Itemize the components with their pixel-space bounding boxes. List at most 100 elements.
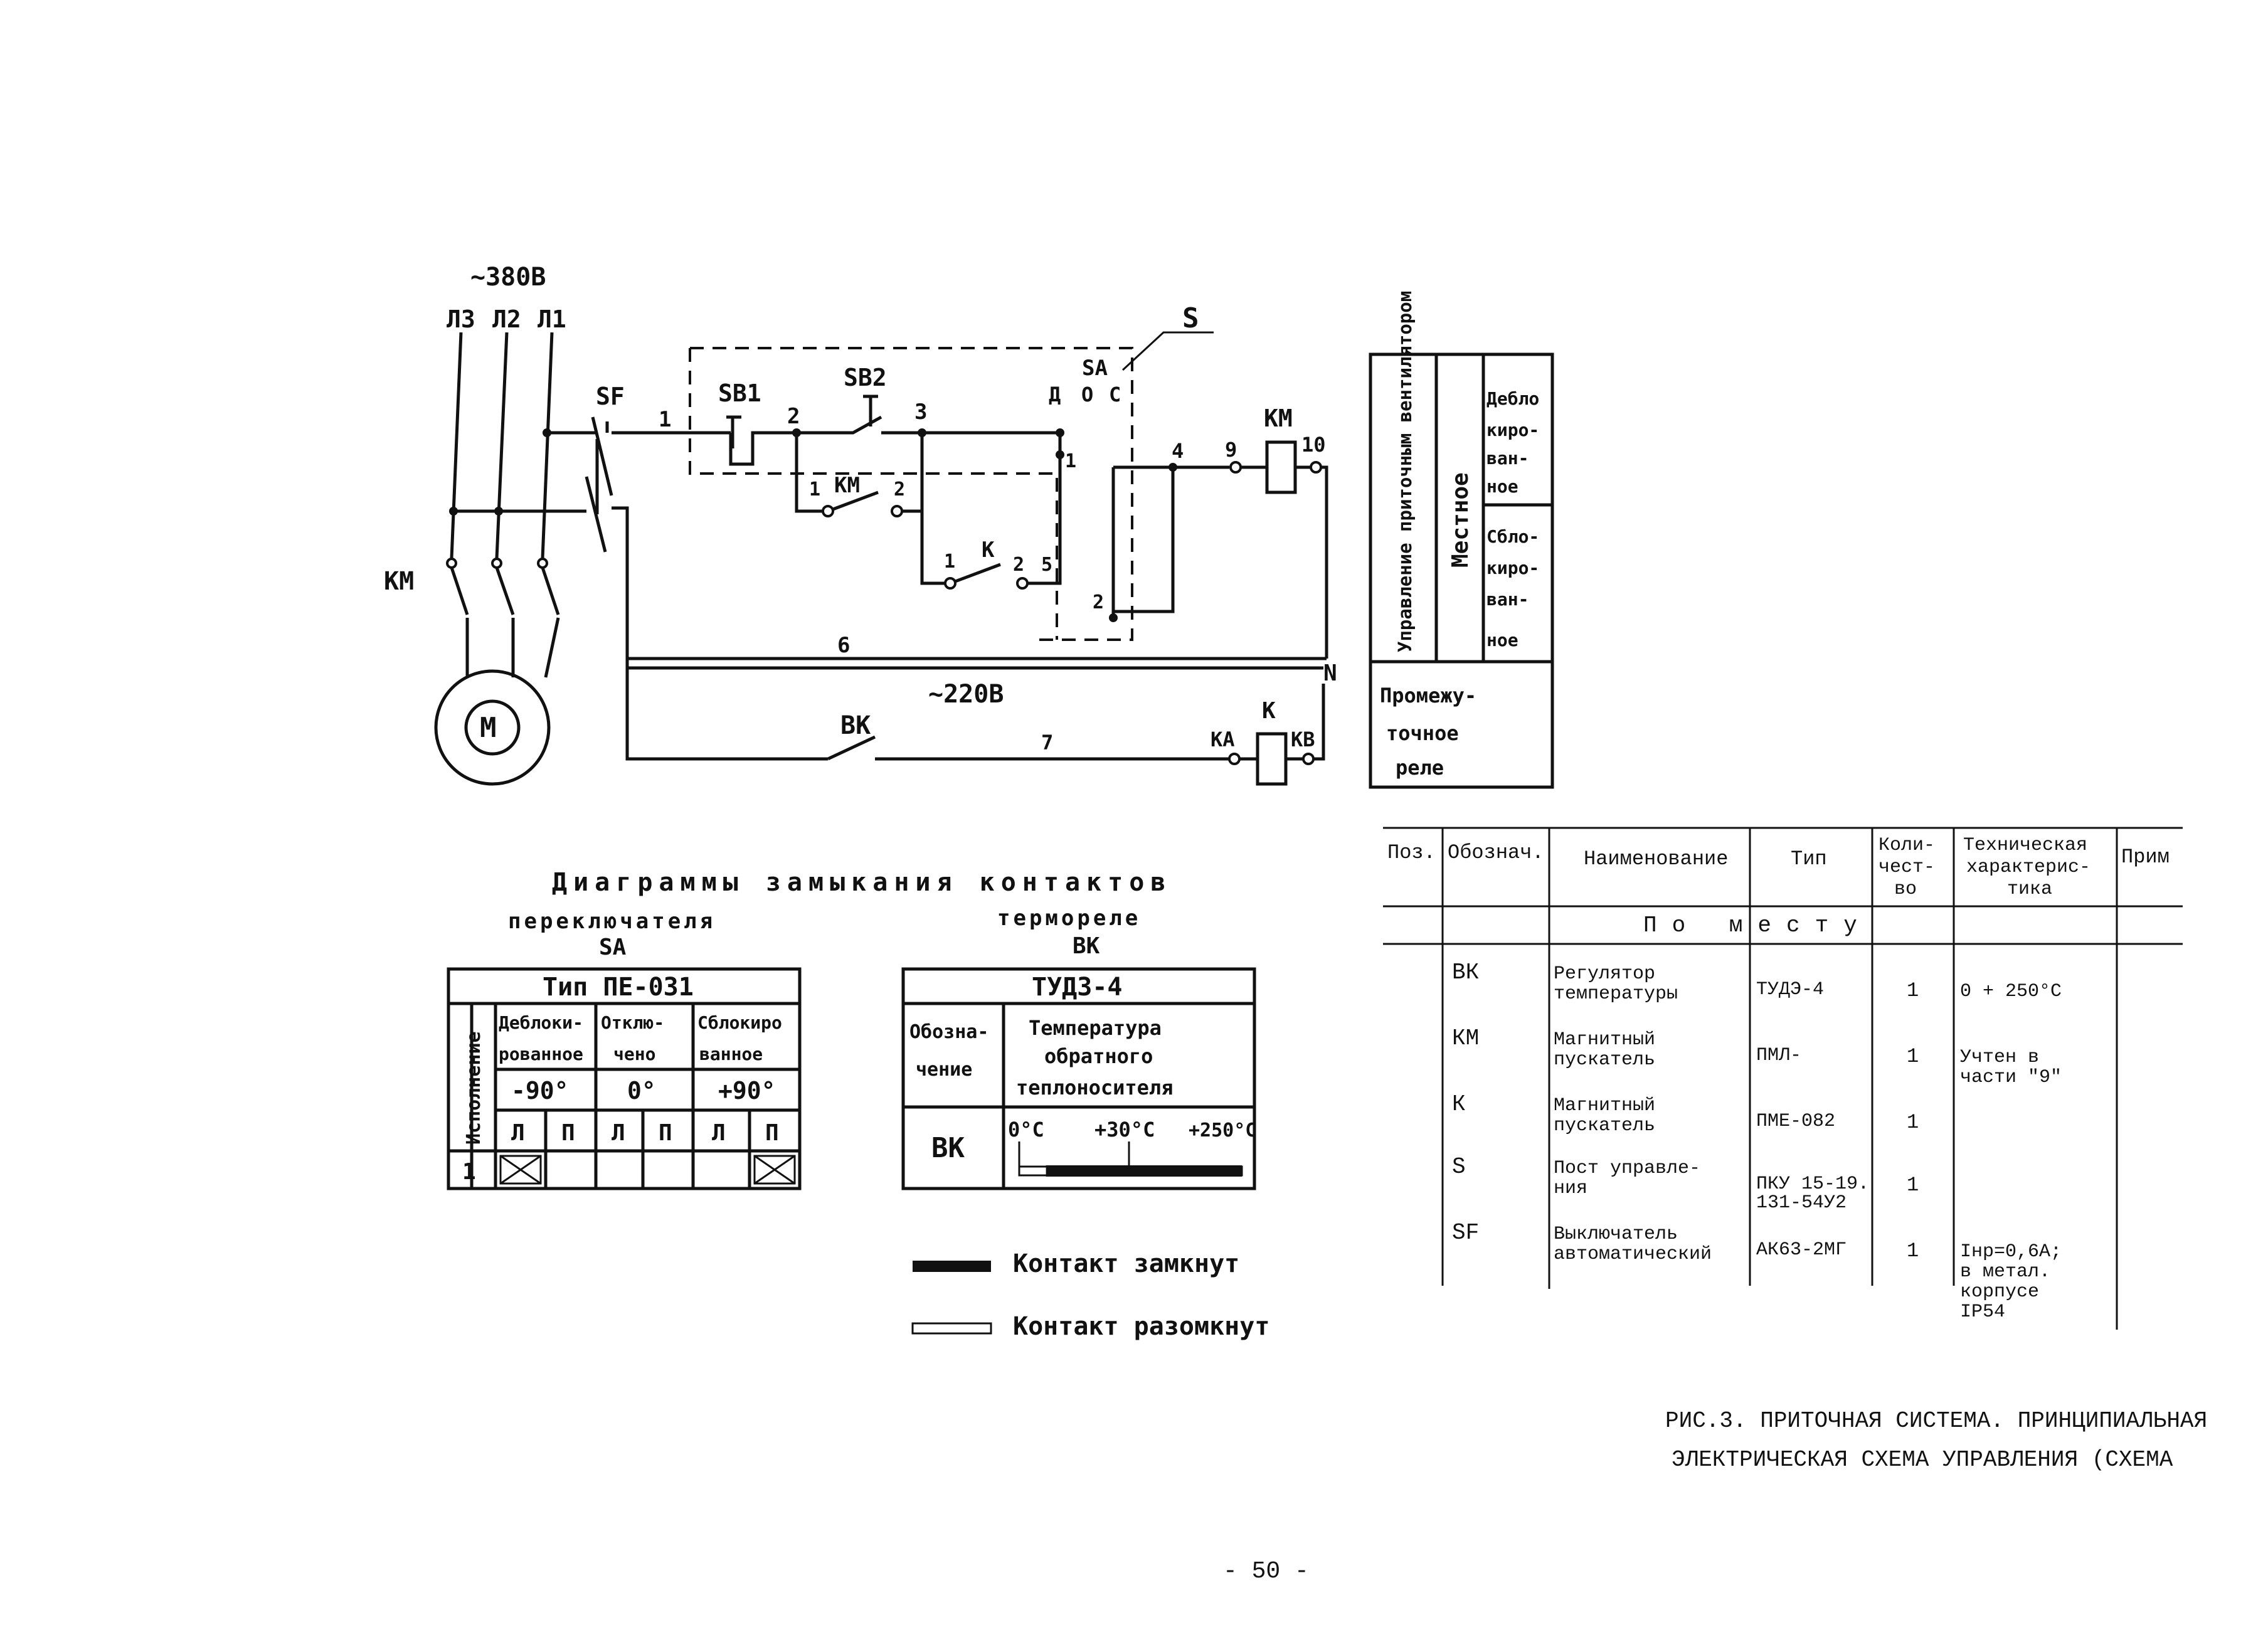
terminal [1228, 753, 1241, 765]
junction-dot [1056, 428, 1064, 437]
row-name: пускатель [1554, 1115, 1655, 1136]
temp-label: 0°С [1008, 1118, 1044, 1141]
contact-number: 2 [1013, 554, 1024, 576]
k-coil [1256, 732, 1288, 786]
row-code: К [1452, 1091, 1466, 1117]
thermo-type-label: ТУДЗ-4 [1032, 973, 1123, 1002]
coil-k-terminal-a: КА [1211, 728, 1235, 751]
open-contact-swatch [911, 1322, 992, 1335]
wire-number-10: 10 [1301, 433, 1326, 457]
motor-label: М [480, 712, 497, 744]
thermo-label: ВК [840, 711, 871, 740]
row-spec: части "9" [1960, 1067, 2062, 1088]
row-qty: 1 [1907, 1045, 1919, 1068]
mode-row2-part: Сбло- [1486, 526, 1539, 547]
terminal [891, 505, 903, 517]
terminal [1016, 577, 1029, 590]
switch-type-label: Тип ПЕ-031 [543, 973, 694, 1002]
row-spec: в метал. [1960, 1261, 2050, 1283]
equipment-header: Обознач. [1448, 841, 1544, 864]
designation-label: Обозна- [909, 1021, 988, 1043]
switch-diagram-name: SA [599, 935, 627, 960]
wire-number-5: 5 [1041, 554, 1052, 576]
row-spec: 0 + 250°С [1960, 981, 2062, 1002]
wire-number-9: 9 [1225, 438, 1237, 462]
neutral-return [1321, 465, 1328, 659]
row-name: Выключатель [1554, 1224, 1678, 1245]
equipment-header: Коли- [1879, 835, 1935, 856]
page-number: - 50 - [1223, 1558, 1309, 1585]
junction-dot [1109, 613, 1118, 622]
equipment-header: характерис- [1966, 857, 2090, 878]
post-label: S [1182, 302, 1199, 334]
closed-contact-mark [754, 1155, 795, 1185]
thermo-diagram-name: ВК [1073, 933, 1100, 959]
legend-closed-label: Контакт замкнут [1013, 1249, 1239, 1278]
row-name: автоматический [1554, 1244, 1712, 1265]
row-code: КМ [1452, 1025, 1479, 1051]
closed-contact-cell [753, 1155, 796, 1185]
temp-label: +250°С [1189, 1120, 1256, 1141]
control-voltage-label: ~220В [928, 680, 1004, 709]
control-post-boundary [689, 347, 1133, 641]
breaker-label: SF [596, 383, 625, 410]
equipment-table-grid [1383, 827, 2183, 1330]
post-leader-line [1121, 331, 1214, 371]
mode-row1-part: ное [1486, 476, 1518, 497]
terminal [822, 505, 834, 517]
row-type: 131-54У2 [1756, 1192, 1847, 1214]
legend: Контакт замкнут Контакт разомкнут [911, 1249, 1269, 1341]
contact-number: 1 [1065, 450, 1076, 472]
thermo-contact [827, 735, 1229, 761]
contact-diagrams: Диаграммы замыкания контактов переключат… [447, 868, 1256, 1190]
row-type: ТУДЭ-4 [1756, 979, 1824, 1000]
terminal [944, 577, 956, 590]
temperature-label: теплоносителя [1016, 1076, 1173, 1099]
mode-table-mode: Местное [1448, 472, 1473, 568]
row-code: S [1452, 1154, 1466, 1180]
row-type: АК63-2МГ [1756, 1239, 1847, 1261]
km-aux-contact [832, 490, 879, 511]
row-qty: 1 [1907, 1111, 1919, 1134]
wire-number-3: 3 [914, 400, 927, 425]
row-spec: IР54 [1960, 1301, 2005, 1323]
mode-row1-part: киро- [1486, 420, 1539, 440]
row-name: ния [1554, 1178, 1587, 1199]
breaker-contact-1 [591, 416, 613, 496]
mode-footer-part: точное [1386, 721, 1459, 745]
coil-km-label: КМ [1264, 405, 1293, 432]
figure-caption-line2: ЭЛЕКТРИЧЕСКАЯ СХЕМА УПРАВЛЕНИЯ (СХЕМА [1672, 1447, 2173, 1473]
contact-number: 2 [894, 479, 905, 500]
row-name: пускатель [1554, 1049, 1655, 1071]
phase-line-l3 [450, 332, 463, 559]
control-circuit-rail [625, 666, 1323, 761]
wire-number-1: 1 [659, 407, 671, 432]
k-aux-label: К [982, 538, 995, 563]
angle-label: +90° [718, 1077, 776, 1104]
temp-label: +30°С [1094, 1118, 1155, 1141]
switch-table-grid [447, 967, 802, 1190]
contact-number: 1 [944, 551, 955, 573]
wire-number-6: 6 [837, 633, 850, 658]
km-contact [450, 567, 560, 615]
switch-pole-c: С [1109, 383, 1121, 406]
mode-footer-part: реле [1396, 756, 1444, 780]
row-name: Пост управле- [1554, 1158, 1700, 1179]
equipment-header: чест- [1879, 857, 1935, 878]
junction-dot [1056, 450, 1064, 459]
execution-label: Исполнение [463, 1031, 485, 1145]
row-code: SF [1452, 1220, 1479, 1246]
thermo-table-grid [901, 967, 1256, 1190]
contact-number: 2 [1093, 591, 1104, 613]
sb1-contact [729, 431, 793, 466]
row-name: Магнитный [1554, 1029, 1655, 1051]
equipment-header: во [1894, 879, 1917, 900]
mode-row1-part: Дебло [1486, 388, 1539, 409]
coil-k-label: К [1262, 698, 1276, 724]
row-name: Магнитный [1554, 1095, 1655, 1116]
wire-number-2: 2 [787, 404, 800, 429]
switch-pole-d: Д [1049, 383, 1061, 406]
